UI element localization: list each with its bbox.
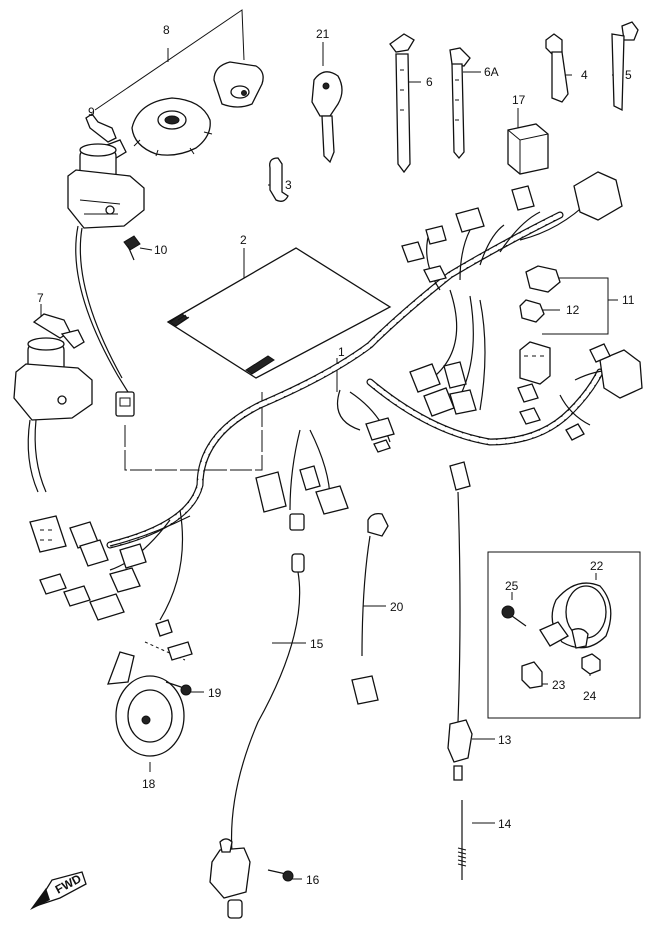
ignition-switch: [67, 113, 145, 417]
callout-6a: 6A: [484, 65, 499, 79]
callout-5: 5: [625, 68, 632, 82]
fuse-holder-11: [519, 265, 561, 385]
callout-15: 15: [310, 637, 324, 651]
bolt-19: [165, 681, 192, 696]
callout-16: 16: [306, 873, 320, 887]
callout-14: 14: [498, 817, 512, 831]
callout-23: 23: [552, 678, 566, 692]
horn-18: [107, 651, 185, 757]
callout-20: 20: [390, 600, 404, 614]
clip-23: [521, 661, 543, 689]
ignition-cap: [213, 61, 264, 108]
clamp-4: [545, 33, 569, 103]
callout-2: 2: [240, 233, 247, 247]
main-wiring-harness: [29, 171, 643, 661]
cap-24: [581, 653, 601, 675]
clamp-5: [611, 21, 639, 112]
switch-13: [447, 461, 473, 781]
relay-17: [507, 123, 549, 175]
ignition-switch-assy: [13, 313, 93, 493]
clamp-3: [269, 157, 289, 202]
screw-16: [267, 869, 294, 882]
callout-22: 22: [590, 559, 604, 573]
callout-9: 9: [88, 105, 95, 119]
cable-tie-6a: [449, 47, 471, 160]
lead-wire-20: [351, 512, 389, 705]
rod-14: [457, 800, 467, 880]
callout-3: 3: [285, 178, 292, 192]
callout-4: 4: [581, 68, 588, 82]
callout-6: 6: [426, 75, 433, 89]
callout-17: 17: [512, 93, 526, 107]
screw-25: [501, 605, 527, 627]
forward-arrow-icon: FWD: [30, 871, 87, 910]
callout-11: 11: [622, 293, 635, 307]
ignition-ring: [131, 97, 213, 157]
callout-25: 25: [505, 579, 519, 593]
callout-13: 13: [498, 733, 512, 747]
sensor-15: [209, 553, 305, 919]
callout-12: 12: [566, 303, 580, 317]
callout-21: 21: [316, 27, 330, 41]
key-21: [311, 71, 343, 164]
callout-18: 18: [142, 777, 156, 791]
callout-labels: 1 2 3 4 5 6 6A 7 8 9 10 11 12 13 14 15 1…: [37, 23, 635, 887]
callout-19: 19: [208, 686, 222, 700]
callout-8: 8: [163, 23, 170, 37]
callout-7: 7: [37, 291, 44, 305]
leader-lines: [40, 9, 641, 880]
gauge-22: [539, 582, 612, 649]
callout-24: 24: [583, 689, 597, 703]
callout-10: 10: [154, 243, 168, 257]
cable-tie-6: [389, 33, 415, 174]
bolt-10: [123, 235, 141, 261]
callout-1: 1: [338, 345, 345, 359]
manual-sheet: [166, 247, 392, 379]
